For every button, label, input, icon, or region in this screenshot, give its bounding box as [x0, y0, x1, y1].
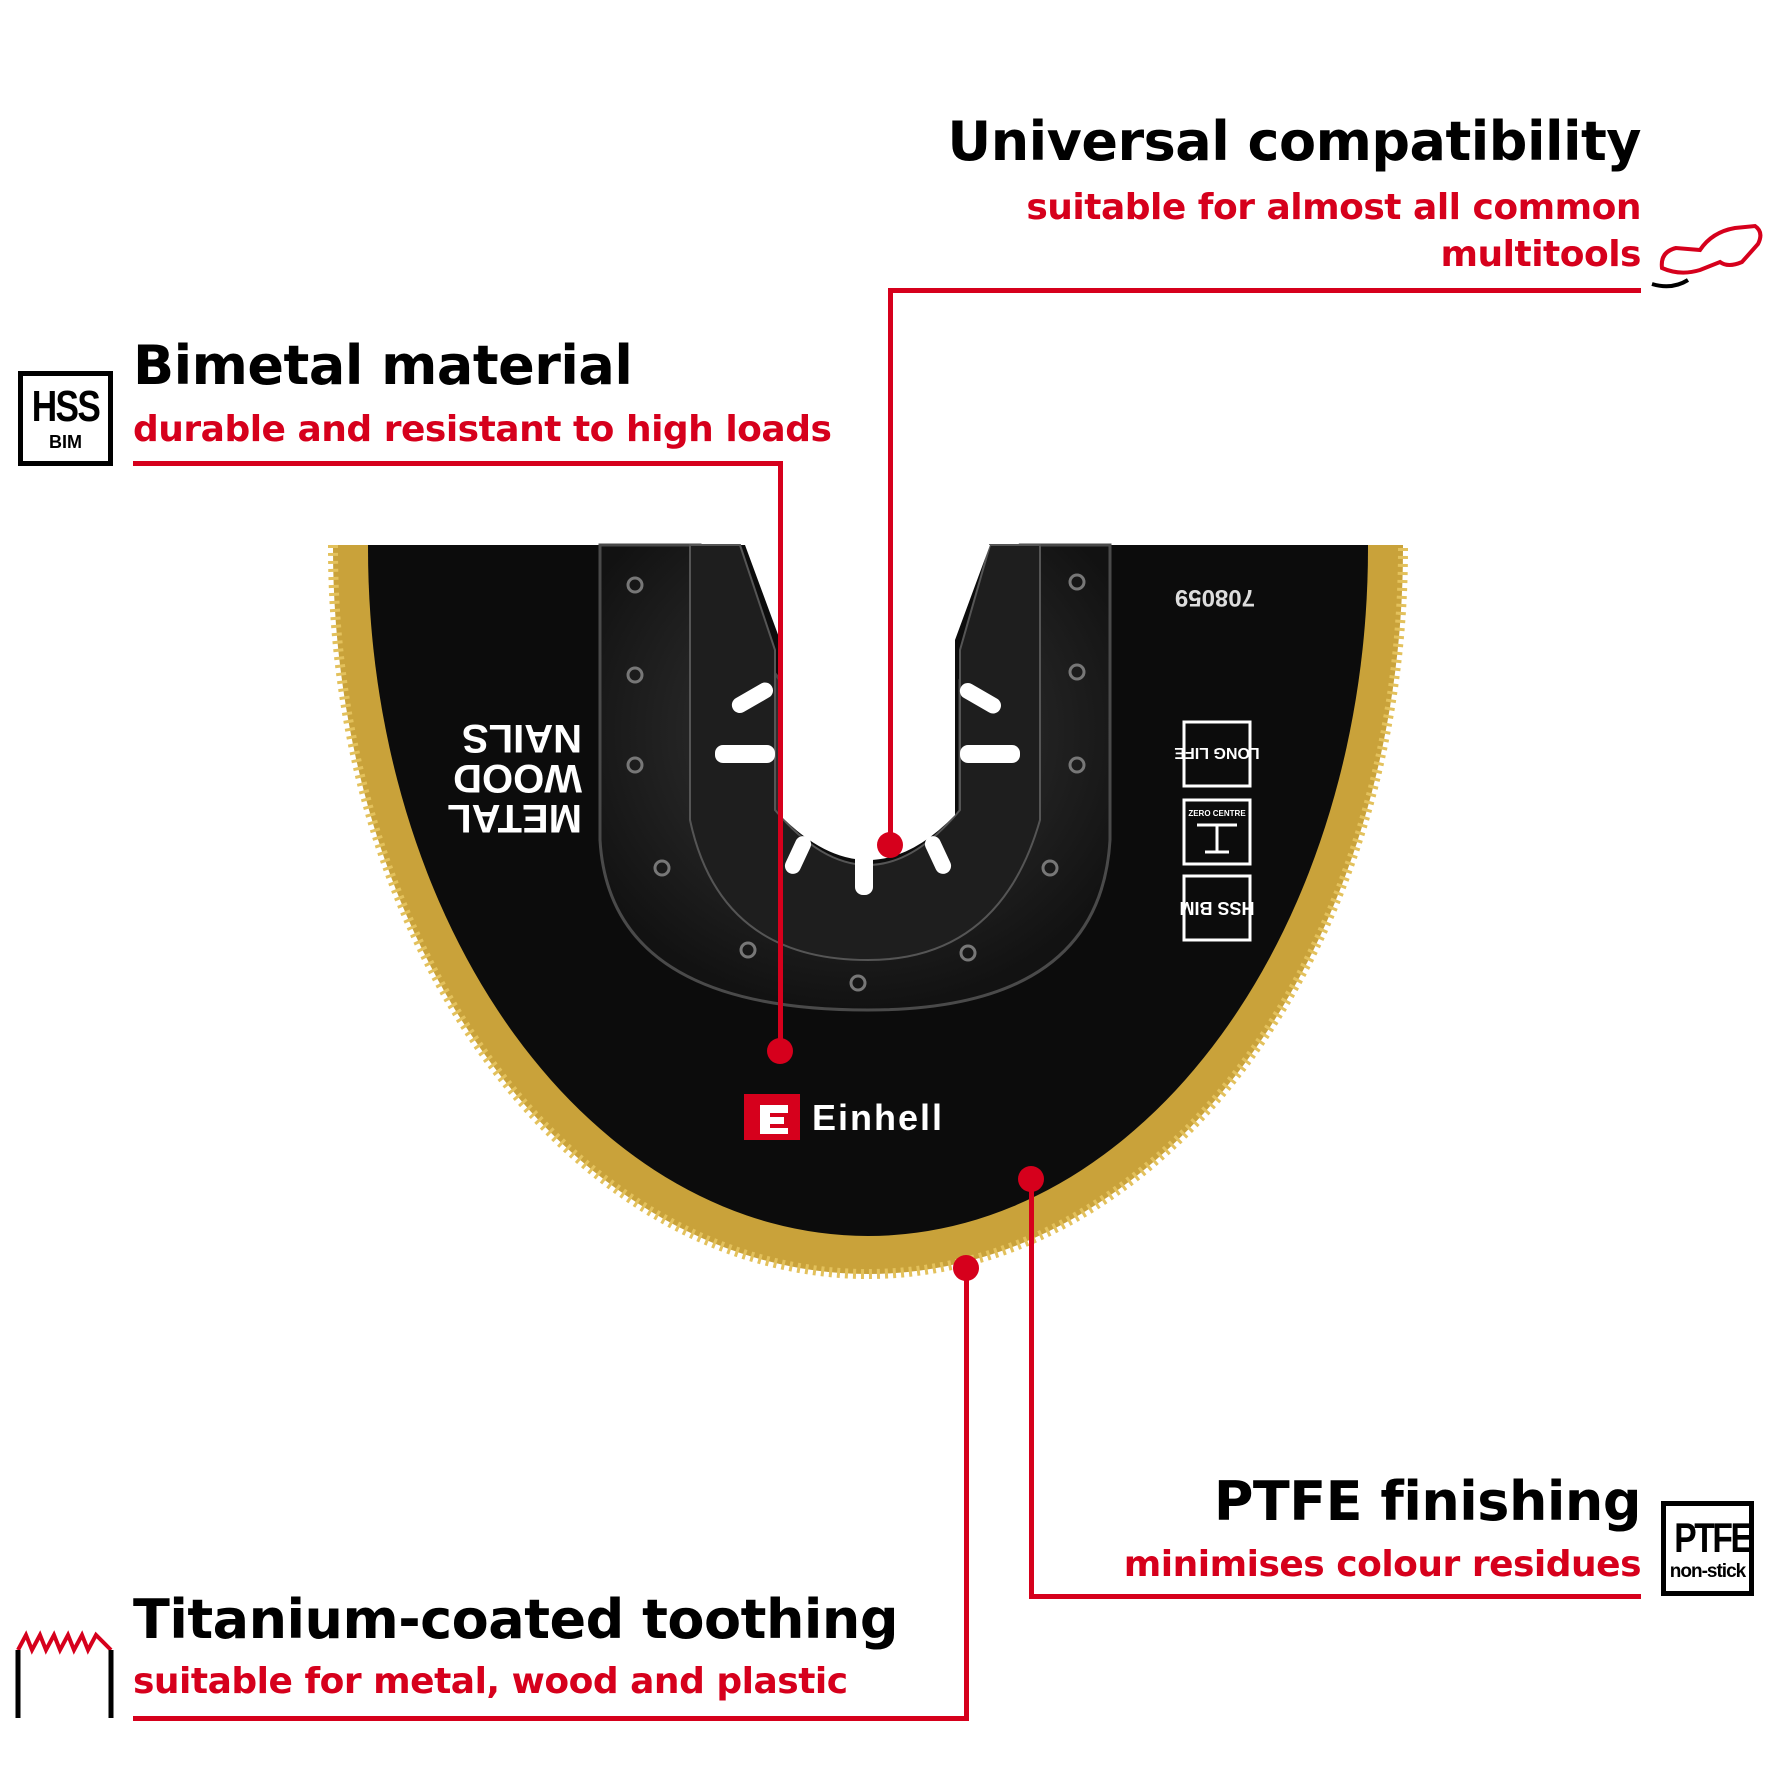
- einhell-logo: Einhell: [744, 1094, 944, 1140]
- callout-dot-compatibility: [877, 832, 903, 858]
- material-metal: METAL: [447, 796, 582, 840]
- feature-title-bimetal: Bimetal material: [133, 334, 633, 397]
- mount-star-slots: [715, 682, 1020, 895]
- material-text-upside-down: METAL WOOD NAILS: [447, 716, 582, 840]
- badge-hss-text: HSS: [31, 382, 101, 431]
- badge-ptfe-text: PTFE: [1674, 1514, 1753, 1561]
- material-nails: NAILS: [462, 716, 582, 760]
- callout-line-ptfe-vertical: [1029, 1179, 1034, 1599]
- callout-line-bimetal: [133, 461, 783, 466]
- callout-line-titanium: [133, 1716, 969, 1721]
- callout-line-ptfe: [1029, 1594, 1641, 1599]
- badge-bim-text: BIM: [49, 432, 82, 452]
- feature-subtitle-compatibility-1: suitable for almost all common: [1026, 187, 1641, 228]
- feature-title-titanium: Titanium-coated toothing: [133, 1588, 899, 1651]
- callout-line-compatibility-vertical: [888, 288, 893, 845]
- feature-subtitle-ptfe: minimises colour residues: [1123, 1544, 1642, 1585]
- callout-line-bimetal-vertical: [778, 461, 783, 1051]
- material-wood: WOOD: [453, 756, 582, 800]
- feature-title-ptfe: PTFE finishing: [1213, 1470, 1642, 1533]
- feature-subtitle-bimetal: durable and resistant to high loads: [133, 409, 832, 450]
- blade-stamp-icons: LONG LIFE ZERO CENTRE HSS BIM: [1174, 720, 1260, 942]
- callout-line-compatibility: [888, 288, 1641, 293]
- blade-center-cutout: [689, 544, 1041, 962]
- stamp-zero-centre: ZERO CENTRE: [1188, 809, 1246, 818]
- callout-dot-bimetal: [767, 1038, 793, 1064]
- callout-line-titanium-vertical: [964, 1268, 969, 1721]
- stamp-long-life: LONG LIFE: [1174, 744, 1260, 761]
- callout-dot-ptfe: [1018, 1166, 1044, 1192]
- stamp-hss-bim: HSS BIM: [1179, 898, 1254, 918]
- callout-dot-titanium: [953, 1255, 979, 1281]
- hss-bim-badge: HSS BIM: [18, 371, 113, 466]
- ptfe-badge: PTFE non-stick: [1661, 1501, 1754, 1596]
- feature-title-compatibility: Universal compatibility: [947, 110, 1641, 173]
- feature-subtitle-compatibility-2: multitools: [1440, 234, 1642, 275]
- badge-nonstick-text: non-stick: [1669, 1561, 1746, 1582]
- brand-name: Einhell: [812, 1097, 944, 1138]
- article-number: 708059: [1175, 584, 1255, 611]
- rivet-holes: [626, 573, 1086, 992]
- feature-subtitle-titanium: suitable for metal, wood and plastic: [133, 1661, 848, 1702]
- blade-center-hole: [745, 545, 990, 860]
